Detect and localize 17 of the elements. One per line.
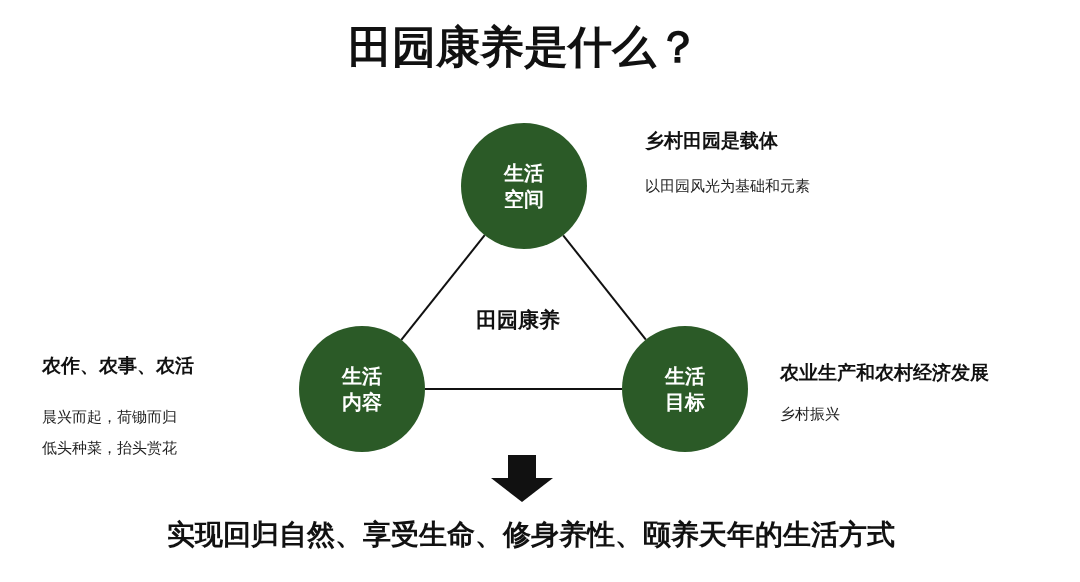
side-heading: 乡村田园是载体 [645, 128, 778, 153]
down-arrow [491, 455, 553, 502]
connector-line [424, 388, 623, 390]
node-label: 生活目标 [663, 363, 706, 415]
connector-line [562, 234, 647, 341]
connector-line [400, 234, 486, 341]
center-label: 田园康养 [476, 307, 560, 334]
side-text: 晨兴而起，荷锄而归 [42, 408, 177, 427]
side-heading: 农作、农事、农活 [42, 353, 194, 378]
side-text: 以田园风光为基础和元素 [645, 177, 810, 196]
conclusion-text: 实现回归自然、享受生命、修身养性、颐养天年的生活方式 [100, 502, 962, 564]
side-heading: 农业生产和农村经济发展 [780, 360, 989, 385]
side-text: 低头种菜，抬头赏花 [42, 439, 177, 458]
title: 田园康养是什么？ [347, 20, 701, 74]
node-label: 生活内容 [340, 363, 383, 415]
node-label: 生活空间 [502, 160, 545, 212]
side-text: 乡村振兴 [780, 405, 840, 424]
